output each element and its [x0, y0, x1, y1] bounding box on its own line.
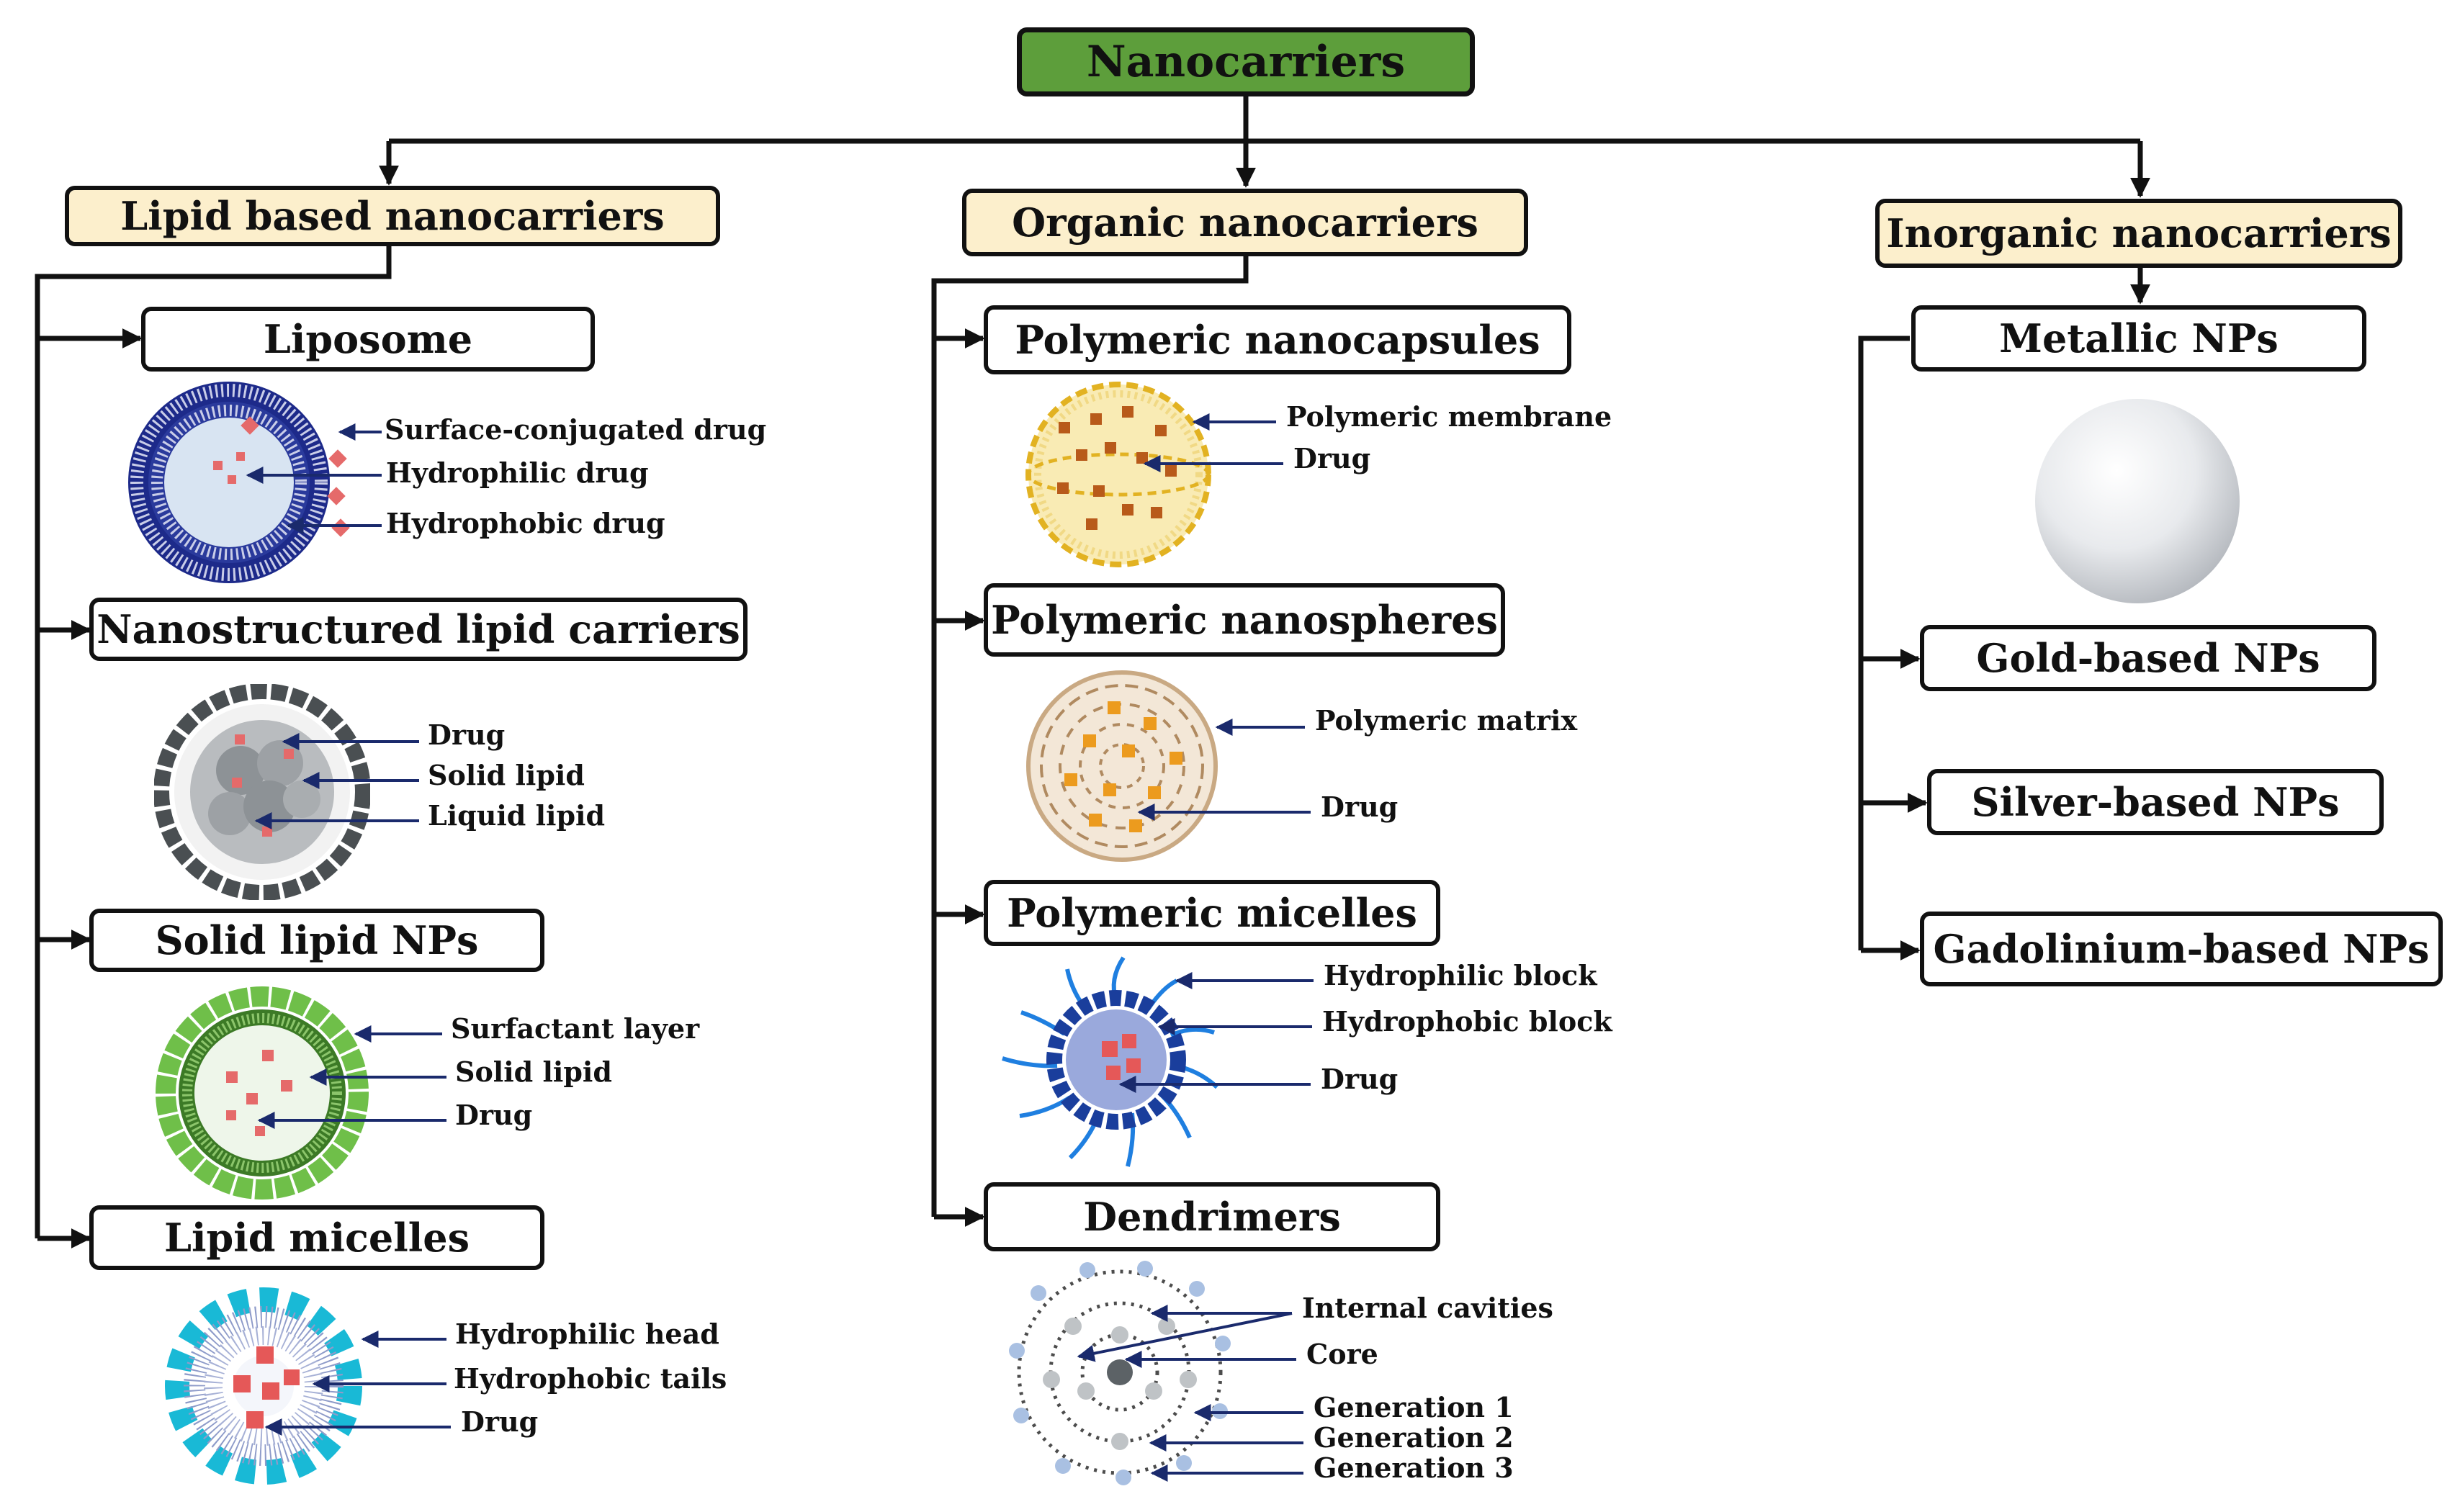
nanocapsules-part-membrane: Polymeric membrane	[1286, 400, 1612, 433]
poly-micelles-part-hydrophobic: Hydrophobic block	[1322, 1005, 1612, 1038]
nanocapsules-illustration	[1025, 382, 1211, 567]
liposome-part-hydrophobic: Hydrophobic drug	[386, 507, 665, 539]
liposome-part-surface: Surface-conjugated drug	[385, 413, 767, 446]
item-nanospheres-box: Polymeric nanospheres	[984, 583, 1505, 657]
nlc-illustration	[154, 684, 370, 900]
nlc-part-drug: Drug	[428, 719, 506, 751]
category-inorganic-box: Inorganic nanocarriers	[1875, 199, 2402, 268]
dendrimers-part-cavities: Internal cavities	[1302, 1292, 1553, 1324]
liposome-part-hydrophilic: Hydrophilic drug	[386, 456, 649, 489]
lipid-micelles-part-tails: Hydrophobic tails	[454, 1362, 727, 1395]
sln-part-drug: Drug	[455, 1099, 533, 1131]
item-poly-micelles-box: Polymeric micelles	[984, 880, 1440, 946]
root-nanocarriers-box: Nanocarriers	[1017, 27, 1475, 96]
liposome-illustration	[128, 382, 350, 583]
dendrimers-part-gen3: Generation 3	[1314, 1452, 1514, 1484]
category-lipid-box: Lipid based nanocarriers	[65, 186, 720, 246]
item-gadolinium-box: Gadolinium-based NPs	[1920, 912, 2443, 986]
category-organic-box: Organic nanocarriers	[962, 189, 1528, 256]
metallic-np-sphere-illustration	[2035, 399, 2240, 603]
lipid-micelles-illustration	[165, 1287, 362, 1485]
dendrimers-part-gen1: Generation 1	[1314, 1391, 1514, 1423]
item-liposome-box: Liposome	[141, 307, 595, 372]
nlc-part-solid-lipid: Solid lipid	[428, 759, 585, 791]
item-sln-box: Solid lipid NPs	[89, 909, 544, 972]
dendrimers-part-core: Core	[1306, 1338, 1378, 1370]
dendrimers-illustration	[1009, 1261, 1231, 1485]
sln-part-surfactant: Surfactant layer	[451, 1012, 700, 1045]
lipid-micelles-part-head: Hydrophilic head	[455, 1318, 719, 1350]
lipid-micelles-part-drug: Drug	[461, 1405, 539, 1438]
nanospheres-part-drug: Drug	[1321, 791, 1399, 823]
item-lipid-micelles-box: Lipid micelles	[89, 1205, 544, 1270]
dendrimers-part-gen2: Generation 2	[1314, 1421, 1514, 1454]
nanocapsules-part-drug: Drug	[1293, 442, 1371, 474]
sln-illustration	[156, 986, 369, 1200]
nlc-part-liquid-lipid: Liquid lipid	[428, 799, 606, 832]
poly-micelles-part-drug: Drug	[1321, 1063, 1399, 1095]
item-nanocapsules-box: Polymeric nanocapsules	[984, 305, 1571, 374]
item-metallic-box: Metallic NPs	[1911, 305, 2366, 372]
item-dendrimers-box: Dendrimers	[984, 1182, 1440, 1251]
item-gold-box: Gold-based NPs	[1920, 625, 2376, 691]
sln-part-solid-lipid: Solid lipid	[455, 1056, 612, 1088]
item-nlc-box: Nanostructured lipid carriers	[89, 598, 748, 661]
poly-micelles-part-hydrophilic: Hydrophilic block	[1324, 959, 1597, 991]
item-silver-box: Silver-based NPs	[1927, 769, 2384, 835]
nanospheres-part-matrix: Polymeric matrix	[1315, 704, 1578, 737]
